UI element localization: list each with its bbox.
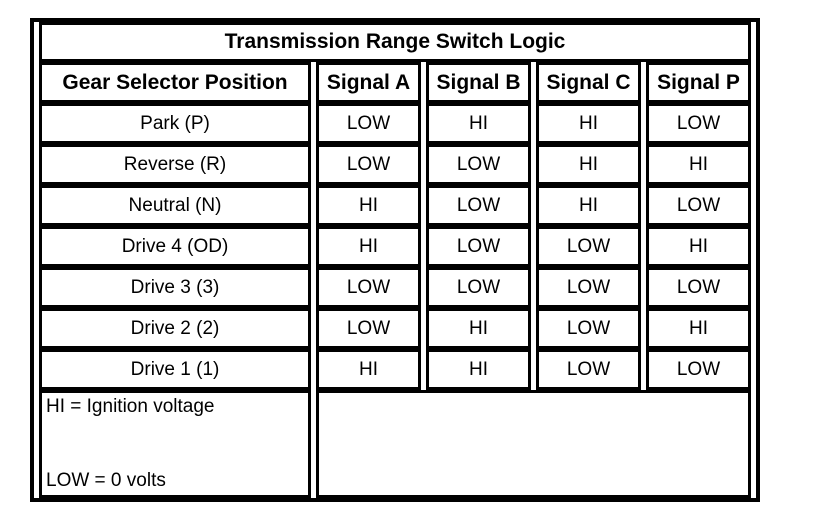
signal-c-value: HI bbox=[536, 144, 641, 185]
signal-b-value: HI bbox=[426, 349, 531, 390]
table-title: Transmission Range Switch Logic bbox=[39, 22, 751, 62]
signal-c-value: HI bbox=[536, 185, 641, 226]
signal-a-value: LOW bbox=[316, 103, 421, 144]
signal-p-value: HI bbox=[646, 226, 751, 267]
table-row-drive4: Drive 4 (OD) HI LOW LOW HI bbox=[39, 226, 751, 267]
gear-position-label: Park (P) bbox=[39, 103, 311, 144]
legend-row: HI = Ignition voltage LOW = 0 volts bbox=[39, 390, 751, 498]
gear-position-label: Neutral (N) bbox=[39, 185, 311, 226]
table-row-reverse: Reverse (R) LOW LOW HI HI bbox=[39, 144, 751, 185]
column-header-signal-c: Signal C bbox=[536, 62, 641, 103]
gear-position-label: Drive 4 (OD) bbox=[39, 226, 311, 267]
title-row: Transmission Range Switch Logic bbox=[39, 22, 751, 62]
signal-b-value: LOW bbox=[426, 185, 531, 226]
gear-position-label: Drive 2 (2) bbox=[39, 308, 311, 349]
signal-b-value: HI bbox=[426, 103, 531, 144]
column-header-signal-a: Signal A bbox=[316, 62, 421, 103]
column-header-signal-b: Signal B bbox=[426, 62, 531, 103]
signal-c-value: LOW bbox=[536, 267, 641, 308]
column-header-signal-p: Signal P bbox=[646, 62, 751, 103]
legend-empty-cell bbox=[316, 390, 751, 498]
table-row-park: Park (P) LOW HI HI LOW bbox=[39, 103, 751, 144]
signal-a-value: LOW bbox=[316, 267, 421, 308]
signal-p-value: LOW bbox=[646, 185, 751, 226]
signal-a-value: LOW bbox=[316, 308, 421, 349]
legend-low-definition: LOW = 0 volts bbox=[46, 470, 166, 491]
table-row-drive2: Drive 2 (2) LOW HI LOW HI bbox=[39, 308, 751, 349]
signal-c-value: HI bbox=[536, 103, 641, 144]
signal-c-value: LOW bbox=[536, 308, 641, 349]
gear-position-label: Drive 1 (1) bbox=[39, 349, 311, 390]
table-row-drive3: Drive 3 (3) LOW LOW LOW LOW bbox=[39, 267, 751, 308]
signal-a-value: HI bbox=[316, 185, 421, 226]
signal-b-value: LOW bbox=[426, 226, 531, 267]
column-header-gear-selector-position: Gear Selector Position bbox=[39, 62, 311, 103]
legend-cell: HI = Ignition voltage LOW = 0 volts bbox=[39, 390, 311, 498]
signal-b-value: LOW bbox=[426, 267, 531, 308]
table-row-drive1: Drive 1 (1) HI HI LOW LOW bbox=[39, 349, 751, 390]
header-row: Gear Selector Position Signal A Signal B… bbox=[39, 62, 751, 103]
table-row-neutral: Neutral (N) HI LOW HI LOW bbox=[39, 185, 751, 226]
signal-p-value: LOW bbox=[646, 267, 751, 308]
signal-a-value: HI bbox=[316, 349, 421, 390]
signal-a-value: HI bbox=[316, 226, 421, 267]
signal-c-value: LOW bbox=[536, 226, 641, 267]
signal-c-value: LOW bbox=[536, 349, 641, 390]
legend-text-block: HI = Ignition voltage LOW = 0 volts bbox=[46, 396, 304, 492]
signal-b-value: LOW bbox=[426, 144, 531, 185]
legend-hi-definition: HI = Ignition voltage bbox=[46, 396, 215, 417]
signal-p-value: LOW bbox=[646, 349, 751, 390]
signal-p-value: LOW bbox=[646, 103, 751, 144]
signal-p-value: HI bbox=[646, 308, 751, 349]
transmission-range-switch-logic-table: Transmission Range Switch Logic Gear Sel… bbox=[30, 18, 760, 502]
gear-position-label: Drive 3 (3) bbox=[39, 267, 311, 308]
signal-p-value: HI bbox=[646, 144, 751, 185]
signal-b-value: HI bbox=[426, 308, 531, 349]
signal-a-value: LOW bbox=[316, 144, 421, 185]
gear-position-label: Reverse (R) bbox=[39, 144, 311, 185]
